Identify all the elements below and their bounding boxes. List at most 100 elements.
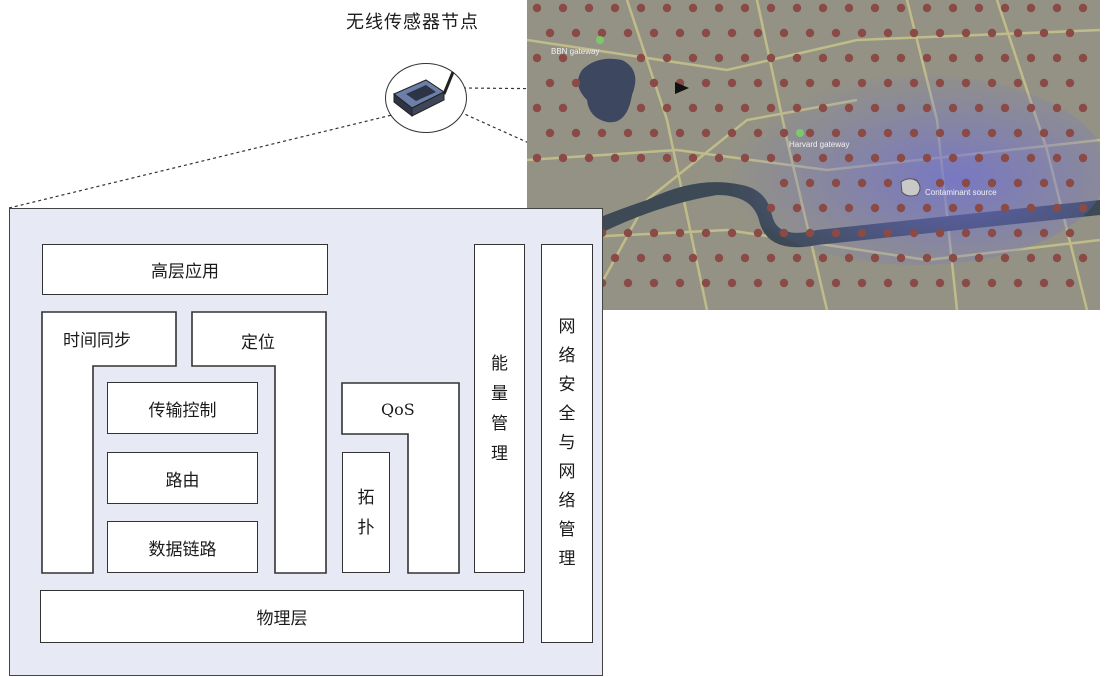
sensor-dot — [961, 128, 971, 138]
sensor-dot — [545, 128, 555, 138]
sensor-dot — [1000, 153, 1010, 163]
sensor-dot — [805, 178, 815, 188]
deployment-map: BBN gateway Harvard gateway Contaminant … — [527, 0, 1100, 310]
sensor-dot — [623, 28, 633, 38]
sensor-dot — [831, 28, 841, 38]
sensor-dot — [727, 278, 737, 288]
sensor-dot — [1026, 3, 1036, 13]
sensor-dot — [610, 153, 620, 163]
contaminant-source-marker — [900, 178, 921, 197]
sensor-dot — [545, 78, 555, 88]
sensor-dot — [779, 128, 789, 138]
sensor-dot — [844, 153, 854, 163]
sensor-dot — [974, 253, 984, 263]
sensor-dot — [1065, 228, 1075, 238]
sensor-dot — [987, 28, 997, 38]
sensor-dot — [870, 3, 880, 13]
sensor-dot — [1013, 228, 1023, 238]
sensor-dot — [792, 203, 802, 213]
security-char-6: 网 — [558, 462, 576, 482]
sensor-dot — [922, 153, 932, 163]
sensor-dot — [792, 53, 802, 63]
sensor-dot — [948, 53, 958, 63]
sensor-dot — [896, 203, 906, 213]
sensor-dot — [831, 228, 841, 238]
energy-char-3: 管 — [491, 413, 508, 434]
sensor-dot — [688, 153, 698, 163]
sensor-dot — [688, 3, 698, 13]
sensor-dot — [974, 203, 984, 213]
sensor-dot — [1078, 53, 1088, 63]
sensor-dot — [662, 103, 672, 113]
sensor-dot — [662, 3, 672, 13]
river — [527, 182, 1100, 270]
sensor-dot — [532, 103, 542, 113]
sensor-dot — [857, 128, 867, 138]
sensor-dot — [1078, 153, 1088, 163]
sensor-dot — [558, 153, 568, 163]
sensor-dot — [1052, 53, 1062, 63]
sensor-dot — [961, 178, 971, 188]
data-link-box: 数据链路 — [107, 521, 258, 573]
sensor-dot — [948, 153, 958, 163]
sensor-dot — [948, 203, 958, 213]
sensor-dot — [883, 28, 893, 38]
sensor-dot — [688, 53, 698, 63]
sensor-dot — [727, 128, 737, 138]
sensor-dot — [909, 28, 919, 38]
sensor-device-icon — [393, 71, 455, 118]
sensor-dot — [974, 153, 984, 163]
sensor-dot — [974, 3, 984, 13]
sensor-dot — [636, 253, 646, 263]
sensor-dot — [649, 28, 659, 38]
sensor-dot — [571, 128, 581, 138]
sensor-dot — [714, 253, 724, 263]
sensor-dot — [701, 78, 711, 88]
sensor-dot — [649, 78, 659, 88]
sensor-dot — [1052, 103, 1062, 113]
sensor-dot — [896, 3, 906, 13]
sensor-dot — [1065, 78, 1075, 88]
sensor-dot — [662, 53, 672, 63]
sensor-dot — [818, 203, 828, 213]
sensor-dot — [740, 103, 750, 113]
sensor-dot — [714, 103, 724, 113]
sensor-dot — [870, 253, 880, 263]
sensor-dot — [714, 3, 724, 13]
sensor-dot — [558, 53, 568, 63]
sensor-dot — [831, 128, 841, 138]
sensor-dot — [597, 28, 607, 38]
sensor-dot — [753, 128, 763, 138]
sensor-dot — [636, 103, 646, 113]
sensor-dot — [805, 78, 815, 88]
sensor-dot — [740, 253, 750, 263]
sensor-dot — [610, 253, 620, 263]
sensor-dot — [831, 178, 841, 188]
sensor-dot — [883, 178, 893, 188]
sensor-dot — [987, 278, 997, 288]
sensor-dot — [844, 3, 854, 13]
sensor-dot — [1013, 28, 1023, 38]
sensor-dot — [753, 278, 763, 288]
sensor-dot — [701, 128, 711, 138]
sensor-dot — [1039, 78, 1049, 88]
sensor-dot — [1013, 78, 1023, 88]
sensor-dot — [909, 78, 919, 88]
sensor-dot — [831, 278, 841, 288]
sensor-dot — [649, 228, 659, 238]
arrow-head-icon — [675, 82, 689, 94]
sensor-dot — [675, 228, 685, 238]
sensor-dot — [857, 178, 867, 188]
sensor-dot — [623, 278, 633, 288]
harvard-gateway-label: Harvard gateway — [789, 140, 849, 149]
sensor-dot — [1078, 203, 1088, 213]
sensor-dot — [1039, 178, 1049, 188]
sensor-dot — [883, 228, 893, 238]
sensor-dot — [1065, 128, 1075, 138]
sensor-dot — [688, 253, 698, 263]
sensor-dot — [636, 53, 646, 63]
sensor-dot — [532, 3, 542, 13]
sensor-dot — [805, 128, 815, 138]
sensor-dot — [922, 253, 932, 263]
sensor-dot — [1039, 278, 1049, 288]
